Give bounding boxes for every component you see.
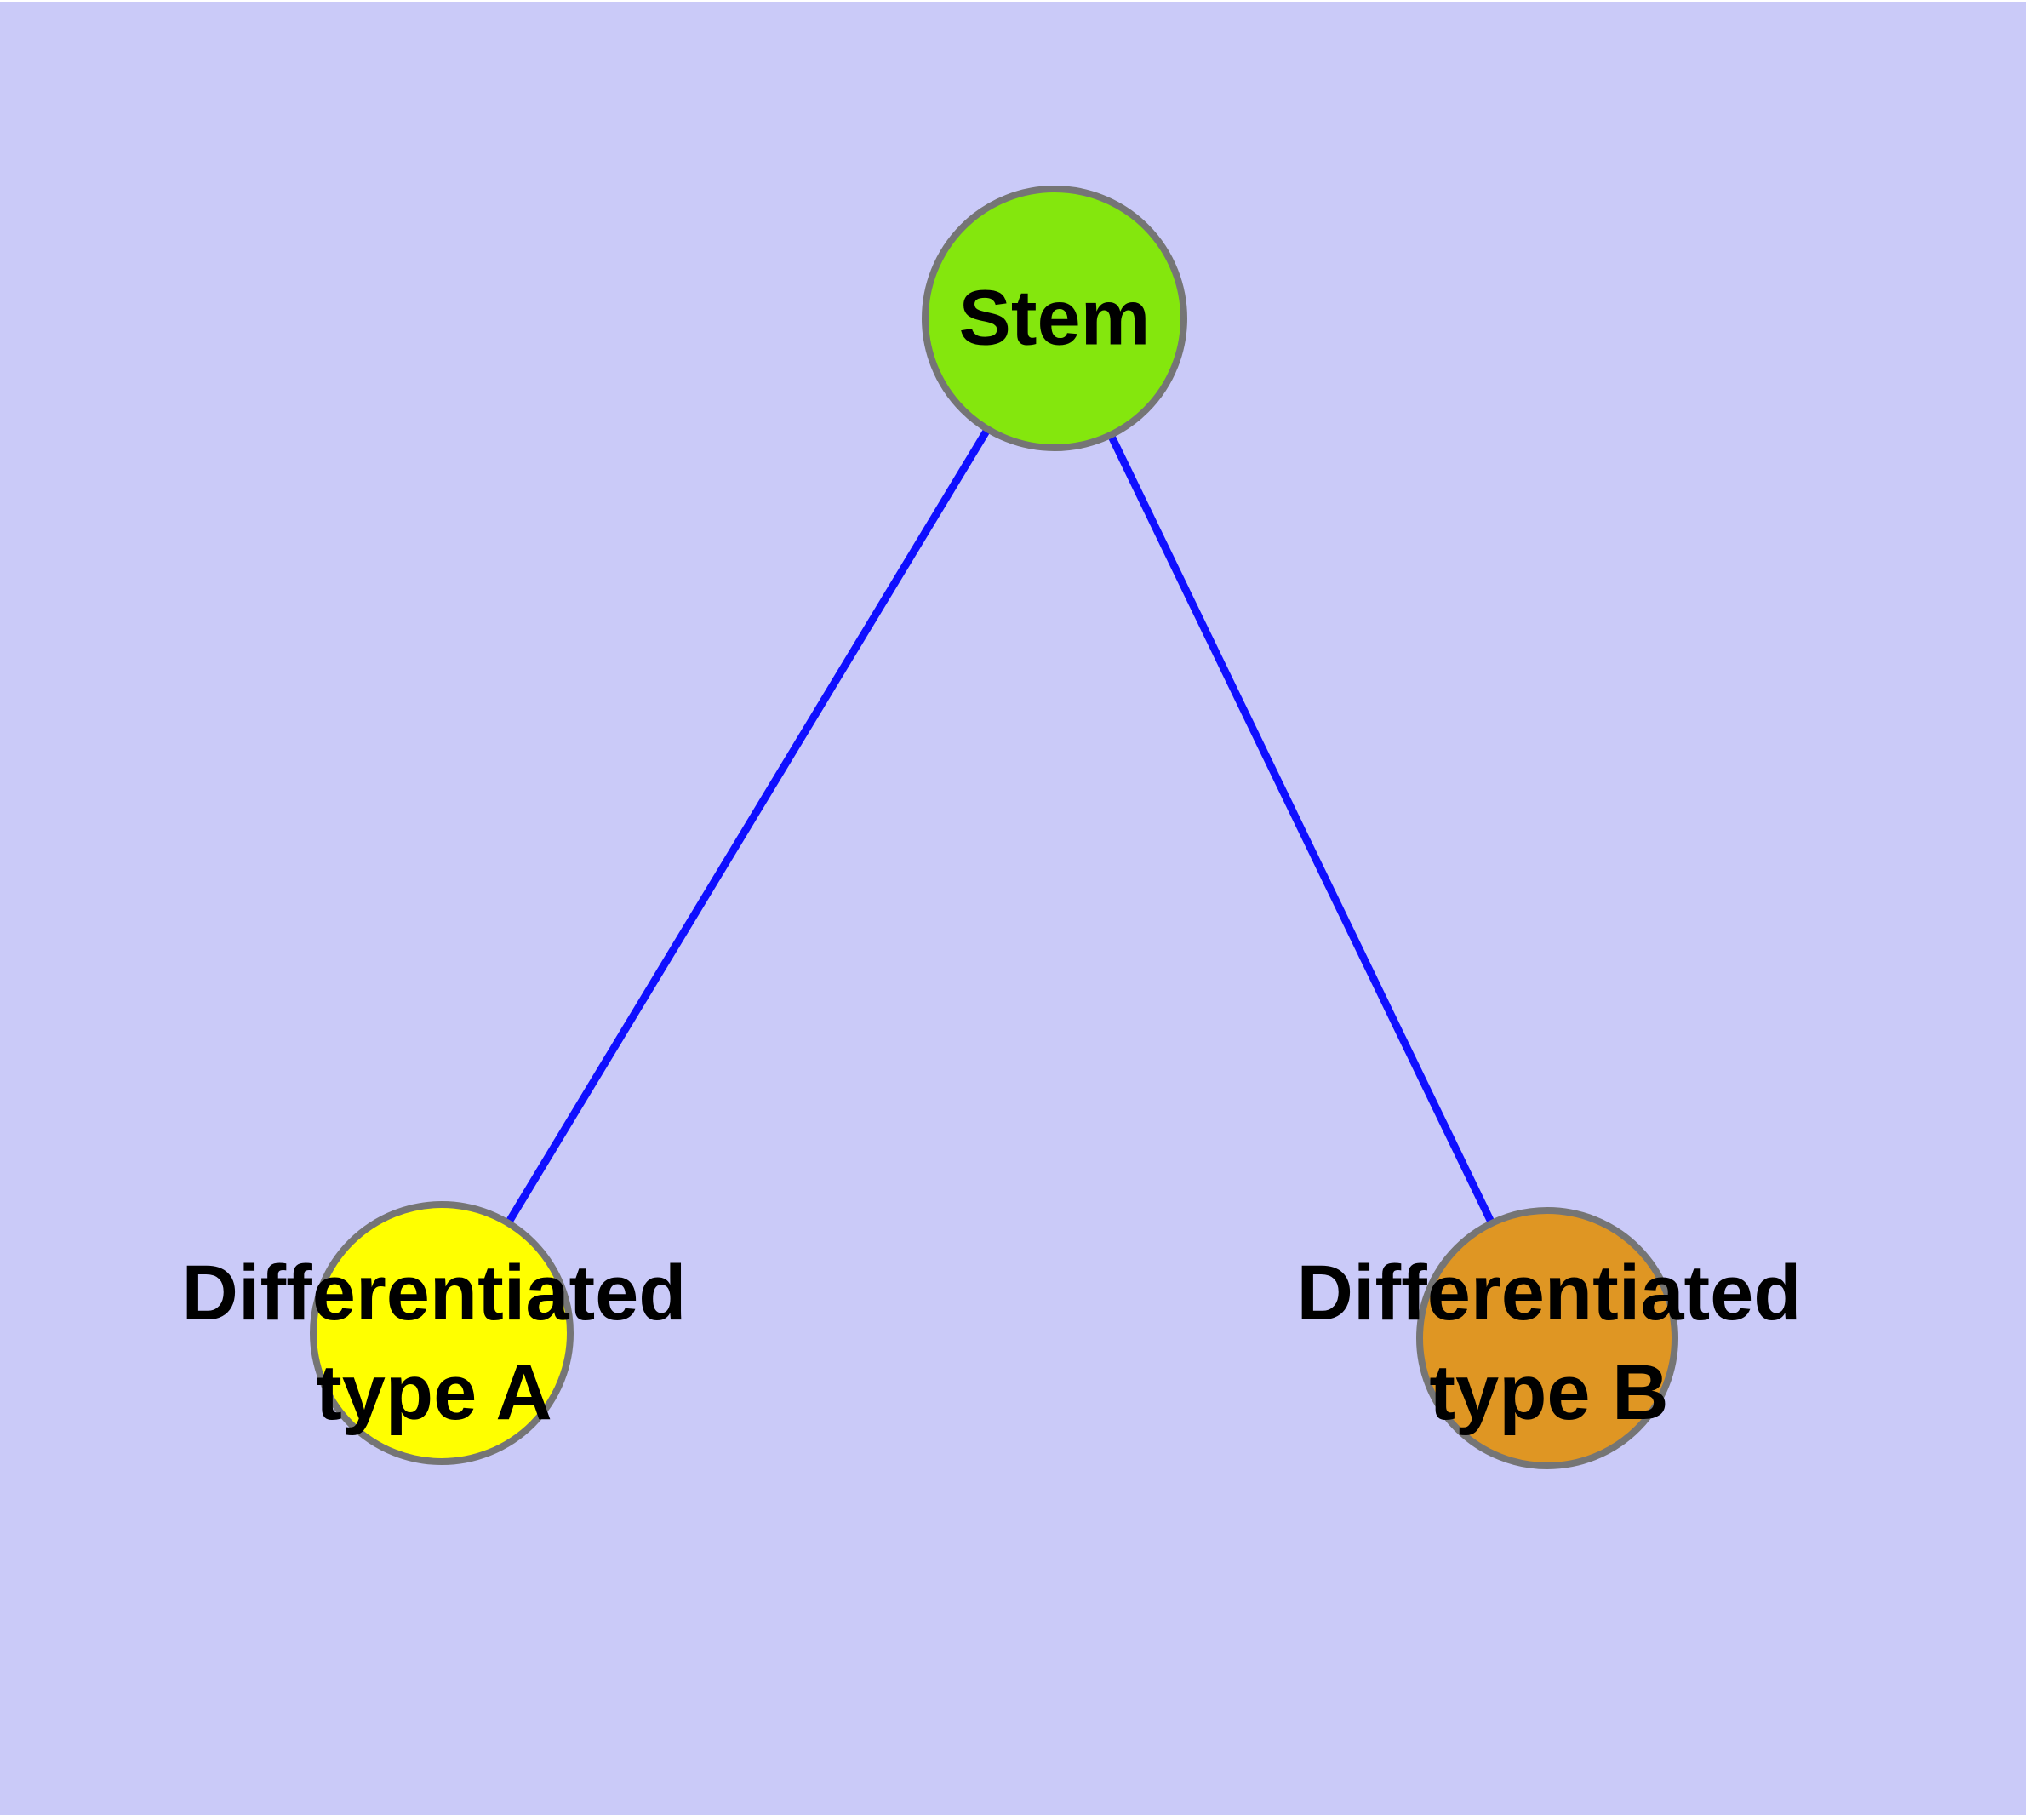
node-type-b-circle [1416,1207,1678,1469]
edge-stem-to-type-a [438,316,1058,1336]
node-stem-label: Stem [958,274,1151,362]
node-type-a-label: Differentiated type A [181,1250,687,1436]
node-stem-circle [922,186,1187,451]
edge-stem-to-type-b [1050,317,1552,1340]
node-type-b-label: Differentiated type B [1296,1250,1802,1436]
node-type-a-circle [310,1201,574,1465]
